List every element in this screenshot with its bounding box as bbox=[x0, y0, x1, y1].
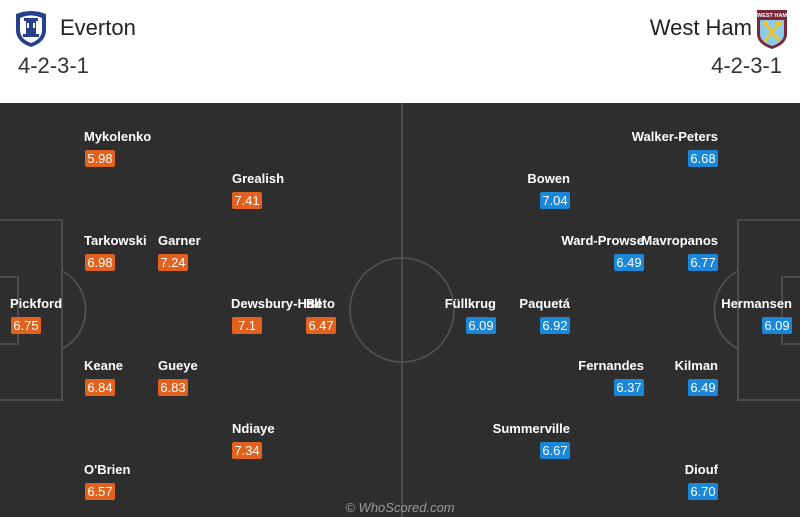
player-name: Grealish bbox=[232, 171, 285, 186]
player-name: Diouf bbox=[684, 462, 718, 477]
player-rating: 7.1 bbox=[232, 317, 262, 334]
crest-text: WEST HAM bbox=[757, 13, 787, 19]
player-rating: 6.09 bbox=[762, 317, 792, 334]
away-formation: 4-2-3-1 bbox=[711, 53, 782, 78]
west-ham-crest-icon: WEST HAM bbox=[755, 8, 789, 49]
player-name: Summerville bbox=[492, 421, 570, 436]
player-rating: 6.57 bbox=[85, 483, 115, 500]
pitch-lines bbox=[0, 103, 800, 517]
player-name: Ward-Prowse bbox=[561, 233, 644, 248]
player-name: Ndiaye bbox=[232, 421, 275, 436]
player-name: Walker-Peters bbox=[631, 129, 718, 144]
player-rating: 6.92 bbox=[540, 317, 570, 334]
player-name: Kilman bbox=[674, 358, 718, 373]
player-name: Hermansen bbox=[721, 296, 792, 311]
player-name: Dewsbury-Hall bbox=[231, 296, 322, 311]
player-name: Pickford bbox=[10, 296, 63, 311]
player-name: Gueye bbox=[158, 358, 198, 373]
player-rating: 6.47 bbox=[306, 317, 336, 334]
player-rating: 6.84 bbox=[85, 379, 115, 396]
player-name: Paquetá bbox=[519, 296, 570, 311]
player-rating: 6.49 bbox=[688, 379, 718, 396]
player-name: O'Brien bbox=[84, 462, 131, 477]
player-rating: 6.49 bbox=[614, 254, 644, 271]
player-name: Fernandes bbox=[578, 358, 644, 373]
player-name: Garner bbox=[158, 233, 201, 248]
player-rating: 6.67 bbox=[540, 442, 570, 459]
player-name: Mavropanos bbox=[641, 233, 718, 248]
player-rating: 7.04 bbox=[540, 192, 570, 209]
home-formation: 4-2-3-1 bbox=[18, 53, 89, 78]
player-rating: 6.09 bbox=[466, 317, 496, 334]
player-rating: 6.98 bbox=[85, 254, 115, 271]
player-rating: 7.41 bbox=[232, 192, 262, 209]
away-team-name: West Ham bbox=[649, 15, 752, 40]
player-rating: 6.68 bbox=[688, 150, 718, 167]
player-name: Mykolenko bbox=[84, 129, 152, 144]
player-rating: 6.77 bbox=[688, 254, 718, 271]
player-name: Tarkowski bbox=[84, 233, 147, 248]
player-rating: 5.98 bbox=[85, 150, 115, 167]
player-name: Keane bbox=[84, 358, 124, 373]
player-rating: 6.75 bbox=[11, 317, 41, 334]
player-name: Füllkrug bbox=[444, 296, 496, 311]
player-rating: 7.24 bbox=[158, 254, 188, 271]
home-team-name: Everton bbox=[60, 15, 136, 40]
match-header: Everton 4-2-3-1 West Ham WEST HAM 4-2-3-… bbox=[0, 0, 800, 100]
player-rating: 7.34 bbox=[232, 442, 262, 459]
player-rating: 6.70 bbox=[688, 483, 718, 500]
player-rating: 6.37 bbox=[614, 379, 644, 396]
everton-crest-icon bbox=[12, 8, 50, 48]
player-name: Bowen bbox=[527, 171, 570, 186]
watermark: © WhoScored.com bbox=[345, 500, 455, 515]
player-rating: 6.83 bbox=[158, 379, 188, 396]
player-name: Beto bbox=[306, 296, 335, 311]
pitch: Mykolenko 5.98 Grealish 7.41 Tarkowski 6… bbox=[0, 103, 800, 517]
